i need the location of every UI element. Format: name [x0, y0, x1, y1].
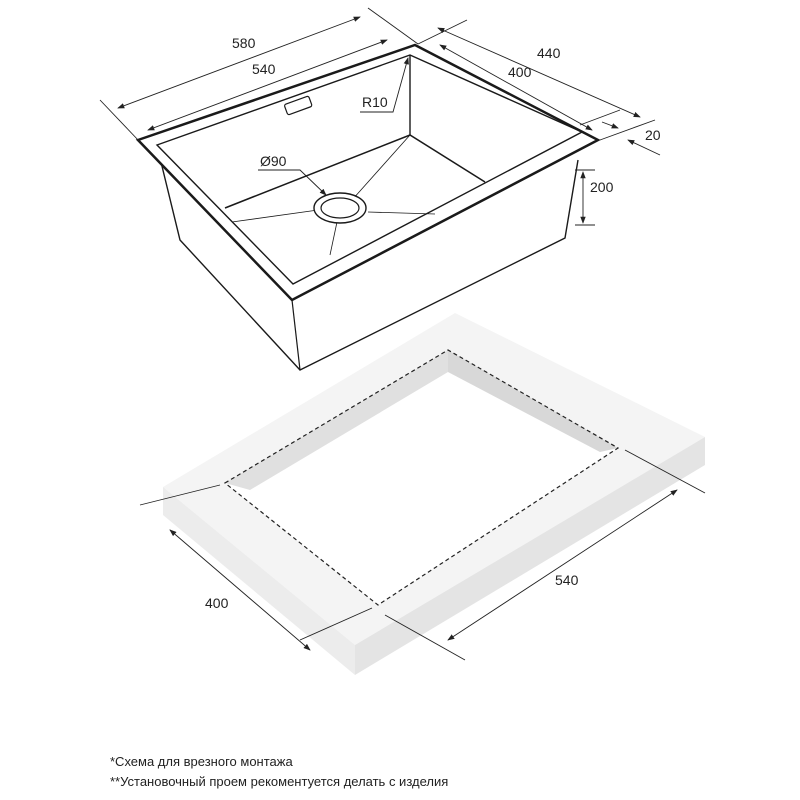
dim-400: 400 — [508, 64, 532, 80]
dim-580: 580 — [232, 35, 256, 51]
notes: *Схема для врезного монтажа **Установочн… — [110, 752, 448, 792]
dim-540: 540 — [252, 61, 276, 77]
note-1: *Схема для врезного монтажа — [110, 754, 293, 769]
dim-200: 200 — [590, 179, 614, 195]
dim-cutout-400: 400 — [205, 595, 229, 611]
note-2: **Установочный проем рекоментуется делат… — [110, 774, 449, 789]
dim-radius: R10 — [362, 94, 388, 110]
cutout-outline — [223, 349, 620, 606]
dimension-lines — [99, 7, 706, 661]
dim-20: 20 — [645, 127, 661, 143]
dim-cutout-540: 540 — [555, 572, 579, 588]
dim-440: 440 — [537, 45, 561, 61]
countertop — [163, 313, 705, 675]
dim-drain: Ø90 — [260, 153, 287, 169]
